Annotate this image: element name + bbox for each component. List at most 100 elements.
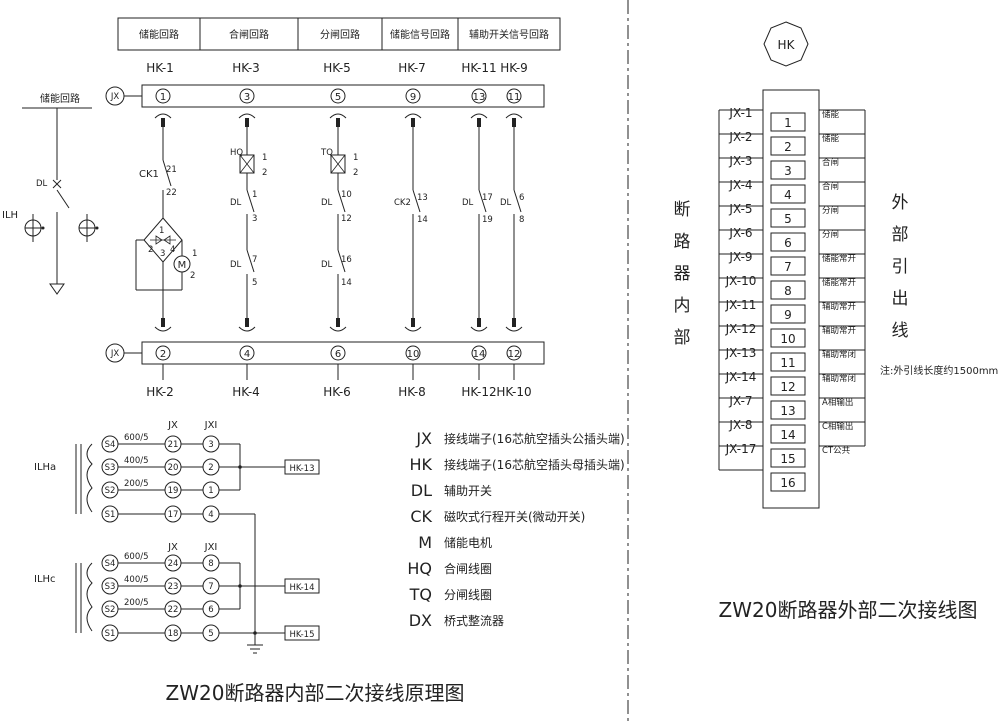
ext-wire-10: JX-12 [725, 322, 757, 336]
jx-bottom-badge: JX [110, 349, 120, 359]
ilha-jx-1: 21 [168, 440, 179, 450]
ilha-label: ILHa [34, 462, 56, 473]
ext-label-14: C相输出 [822, 421, 853, 432]
inner-side-char-3: 器 [674, 264, 691, 284]
ck1-bottom-pin: 22 [166, 188, 177, 198]
jx-top-num-4: 9 [410, 92, 416, 103]
aux-signal-circuit: DL 17 19 DL 6 8 [462, 127, 524, 318]
header-cell-1: 储能回路 [139, 28, 179, 41]
hk-top-3: HK-5 [323, 61, 351, 75]
legend-desc-jx: 接线端子(16芯航空插头公插头端) [444, 431, 625, 446]
ext-pin-5: 5 [784, 212, 792, 226]
ilhc-ratio-600: 600/5 [124, 552, 149, 562]
bridge-pin-2: 2 [148, 245, 153, 255]
hk-octagon-icon [763, 21, 809, 67]
jx-bottom-num-6: 12 [508, 349, 521, 360]
col5-dl-top: 17 [482, 193, 493, 203]
motor-pin-2: 2 [190, 271, 195, 281]
jx-bottom-num-5: 14 [473, 349, 486, 360]
ilhc-output-hk15: HK-15 [290, 630, 315, 640]
legend-code-tq: TQ [409, 585, 432, 604]
ilha-jx-4: 17 [168, 510, 179, 520]
header-cell-2: 合闸回路 [229, 28, 269, 41]
legend-desc-hq: 合闸线圈 [444, 561, 492, 576]
storage-signal-circuit: CK2 13 14 [394, 127, 428, 318]
header-table: 储能回路 合闸回路 分闸回路 储能信号回路 辅助开关信号回路 [117, 17, 561, 51]
ilhc-tap-s2: S2 [105, 605, 116, 615]
legend-code-dl: DL [411, 481, 432, 500]
hk-top-labels: HK-1 HK-3 HK-5 HK-7 HK-11 HK-9 [146, 61, 528, 75]
ext-wire-13: JX-7 [728, 394, 752, 408]
external-diagram-title: ZW20断路器外部二次接线图 [719, 598, 978, 622]
opening-circuit: TQ 1 2 DL 10 12 DL 16 14 [320, 127, 358, 318]
ilha-ratio-600: 600/5 [124, 433, 149, 443]
ck2-label: CK2 [394, 198, 411, 208]
legend-code-ck: CK [410, 507, 432, 526]
hq-pin-2: 2 [262, 168, 267, 178]
tq-pin-2: 2 [353, 168, 358, 178]
ilha-tap-s1: S1 [105, 510, 116, 520]
col2-dl2-label: DL [230, 260, 242, 270]
ilhc-tap-s3: S3 [105, 582, 116, 592]
ilha-jxi-3: 1 [208, 486, 213, 496]
ilha-jxi-2: 2 [208, 463, 213, 473]
hk-top-2: HK-3 [232, 61, 260, 75]
connector-plugs [154, 113, 523, 332]
ilha-tap-s4: S4 [105, 440, 116, 450]
inner-side-char-5: 部 [674, 328, 691, 348]
ilhc-jxi-2: 7 [208, 582, 213, 592]
ext-pin-9: 9 [784, 308, 792, 322]
col2-dl1-bottom: 3 [252, 214, 257, 224]
ext-pin-10: 10 [780, 332, 795, 346]
ext-pin-13: 13 [780, 404, 795, 418]
outer-side-char-5: 线 [892, 321, 909, 341]
ilhc-output-hk14: HK-14 [290, 583, 315, 593]
hk-top-5: HK-11 [461, 61, 496, 75]
col6-dl-label: DL [500, 198, 512, 208]
ext-wire-7: JX-9 [728, 250, 752, 264]
ext-label-9: 辅助常开 [822, 301, 857, 312]
hq-pin-1: 1 [262, 153, 267, 163]
jx-bottom-num-4: 10 [407, 349, 420, 360]
ext-wire-14: JX-8 [728, 418, 752, 432]
ilha-tap-s2: S2 [105, 486, 116, 496]
ilhc-ratio-200: 200/5 [124, 598, 149, 608]
ilhc-ratio-400: 400/5 [124, 575, 149, 585]
ext-wire-2: JX-2 [728, 130, 752, 144]
ext-pin-11: 11 [780, 356, 795, 370]
jx-bottom-num-1: 2 [160, 349, 166, 360]
jx-top-strip: JX 1 3 5 9 13 11 [105, 84, 545, 108]
hk-top-4: HK-7 [398, 61, 426, 75]
outer-side-char-3: 引 [892, 257, 909, 277]
ilha-ratio-400: 400/5 [124, 456, 149, 466]
hk-bottom-labels: HK-2 HK-4 HK-6 HK-8 HK-12 HK-10 [146, 385, 531, 399]
hk-top-1: HK-1 [146, 61, 174, 75]
inner-side-char-1: 断 [674, 200, 691, 220]
legend-code-hq: HQ [407, 559, 432, 578]
ck2-top: 13 [417, 193, 428, 203]
ext-wire-8: JX-10 [725, 274, 757, 288]
hk-bottom-3: HK-6 [323, 385, 351, 399]
ilha-jxi-4: 4 [208, 510, 213, 520]
hk-bottom-2: HK-4 [232, 385, 260, 399]
col3-dl1-label: DL [321, 198, 333, 208]
ext-pin-6: 6 [784, 236, 792, 250]
hk-bottom-1: HK-2 [146, 385, 174, 399]
closing-circuit: HQ 1 2 DL 1 3 DL 7 5 [230, 127, 267, 318]
ext-label-13: A相输出 [822, 397, 853, 408]
ck2-bottom: 14 [417, 215, 428, 225]
inner-side-char-4: 内 [674, 296, 691, 316]
bridge-pin-1: 1 [159, 226, 164, 236]
ext-label-15: CT公共 [822, 446, 851, 456]
ext-label-1: 储能 [822, 109, 840, 120]
ilhc-jx-3: 22 [168, 605, 179, 615]
col6-dl-top: 6 [519, 193, 524, 203]
jx-top-num-5: 13 [473, 92, 486, 103]
ct-col-jxi-a: JXI [204, 420, 218, 431]
ext-label-11: 辅助常闭 [822, 349, 856, 360]
connector-block [762, 89, 820, 509]
ext-pin-7: 7 [784, 260, 792, 274]
col2-dl2-top: 7 [252, 255, 257, 265]
col3-dl2-top: 16 [341, 255, 352, 265]
tq-label: TQ [320, 148, 333, 158]
